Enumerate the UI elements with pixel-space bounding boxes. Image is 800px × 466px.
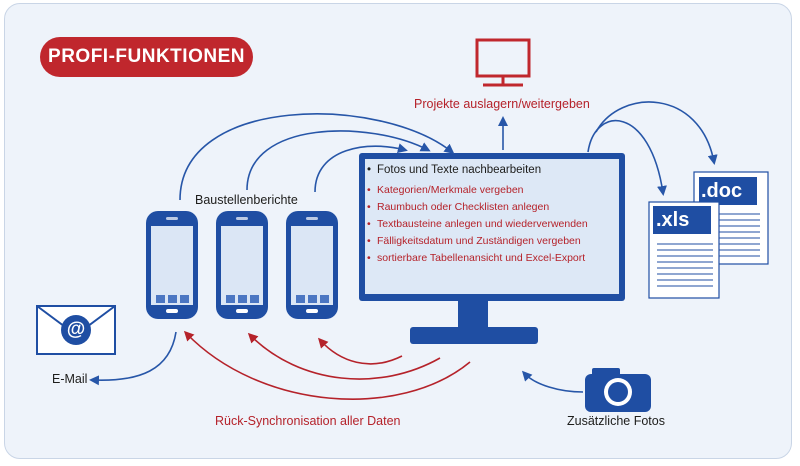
computer-monitor-icon <box>475 38 531 87</box>
arrow-to-email <box>89 331 177 386</box>
arrow-phone2-to-monitor <box>246 130 431 191</box>
feature-list: Fotos und Texte nachbearbeiten Kategorie… <box>367 163 615 268</box>
xls-document-icon <box>648 201 720 299</box>
sync-label: Rück-Synchronisation aller Daten <box>215 414 401 428</box>
feature-item: Raumbuch oder Checklisten anlegen <box>367 200 615 215</box>
reports-label: Baustellenberichte <box>195 193 298 207</box>
export-label: Projekte auslagern/weitergeben <box>414 97 590 111</box>
email-label: E-Mail <box>52 372 88 386</box>
arrow-to-xls <box>587 119 667 196</box>
photos-label: Zusätzliche Fotos <box>567 414 665 428</box>
feature-item: Fälligkeitsdatum und Zuständigen vergebe… <box>367 234 615 249</box>
arrow-sync-phone1 <box>183 330 471 400</box>
at-symbol: @ <box>66 319 86 340</box>
feature-item: sortierbare Tabellenansicht und Excel-Ex… <box>367 251 615 266</box>
arrow-phone1-to-monitor <box>179 113 455 201</box>
arrow-to-doc <box>595 101 718 165</box>
smartphone-1 <box>146 211 198 319</box>
smartphone-2 <box>216 211 268 319</box>
arrow-sync-phone3 <box>317 337 403 365</box>
feature-item: Fotos und Texte nachbearbeiten <box>367 163 615 178</box>
profi-badge: PROFI-FUNKTIONEN <box>40 37 253 77</box>
smartphone-3 <box>286 211 338 319</box>
envelope-icon <box>36 305 116 355</box>
arrow-phone3-to-monitor <box>314 143 408 193</box>
feature-item: Textbausteine anlegen und wiederverwende… <box>367 217 615 232</box>
camera-icon <box>585 368 651 412</box>
arrow-camera-to-monitor <box>521 370 584 393</box>
arrow-sync-phone2 <box>247 332 441 380</box>
xls-extension-label: .xls <box>656 209 690 231</box>
doc-extension-label: .doc <box>701 180 743 202</box>
feature-item: Kategorien/Merkmale vergeben <box>367 183 615 198</box>
